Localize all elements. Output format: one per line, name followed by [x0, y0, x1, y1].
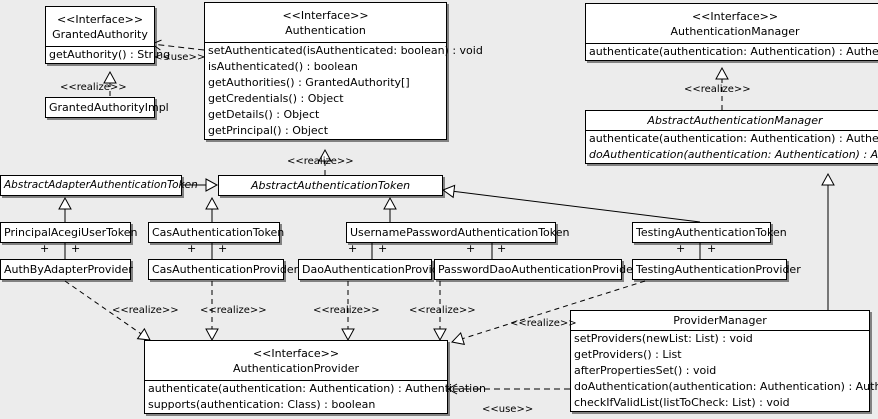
class-name: TestingAuthenticationToken — [636, 226, 787, 239]
edge-label-realize-auth-by-adapter-provider: <<realize>> — [112, 305, 179, 316]
method-authenticate: authenticate(authentication: Authenticat… — [589, 132, 878, 145]
class-name: GrantedAuthorityImpl — [49, 101, 169, 114]
class-authentication[interactable]: <<Interface>> Authentication setAuthenti… — [204, 2, 483, 140]
class-abstract-authentication-token[interactable]: AbstractAuthenticationToken — [218, 175, 443, 196]
assoc-marker-username-password-1: + — [348, 242, 358, 255]
class-stereotype: <<Interface>> — [252, 347, 340, 360]
assoc-marker-testing-token-right: + — [707, 242, 717, 255]
edge-label-use-granted-authority: <<use>> — [154, 52, 206, 63]
class-name: GrantedAuthority — [52, 28, 148, 41]
class-authentication-provider[interactable]: <<Interface>> AuthenticationProvider aut… — [144, 340, 486, 414]
method-set-providers: setProviders(newList: List) : void — [574, 332, 753, 345]
methods-compartment: authenticate(authentication: Authenticat… — [586, 130, 878, 163]
edge-label-realize-dao-authentication-provider: <<realize>> — [313, 305, 380, 316]
assoc-marker-cas-token-left: + — [187, 242, 197, 255]
methods-compartment: authenticate(authentication: Authenticat… — [586, 43, 878, 60]
class-name: ProviderManager — [673, 314, 767, 327]
class-name: CasAuthenticationToken — [152, 226, 285, 239]
class-name: AuthByAdapterProvider — [4, 263, 133, 276]
methods-compartment: getAuthority() : String — [46, 46, 171, 63]
assoc-marker-principal-acegi-right: + — [71, 242, 81, 255]
class-name: AbstractAuthenticationToken — [250, 179, 411, 192]
class-authentication-manager[interactable]: <<Interface>> AuthenticationManager auth… — [585, 3, 878, 61]
class-name: UsernamePasswordAuthenticationToken — [350, 226, 570, 239]
method-check-if-valid-list: checkIfValidList(listToCheck: List) : vo… — [574, 396, 790, 409]
assoc-marker-username-password-4: + — [497, 242, 507, 255]
edge-label-realize-granted-authority-impl: <<realize>> — [60, 82, 127, 93]
class-name: CasAuthenticationProvider — [152, 263, 299, 276]
method-get-authority: getAuthority() : String — [49, 48, 171, 61]
method-authenticate: authenticate(authentication: Authenticat… — [148, 382, 486, 395]
class-name: PasswordDaoAuthenticationProvider — [438, 263, 638, 276]
methods-compartment: setProviders(newList: List) : void getPr… — [571, 330, 878, 411]
class-abstract-authentication-manager[interactable]: AbstractAuthenticationManager authentica… — [585, 110, 878, 164]
class-auth-by-adapter-provider[interactable]: AuthByAdapterProvider — [0, 259, 133, 280]
method-is-authenticated: isAuthenticated() : boolean — [208, 60, 358, 73]
class-username-password-authentication-token[interactable]: UsernamePasswordAuthenticationToken — [346, 222, 570, 243]
class-granted-authority[interactable]: <<Interface>> GrantedAuthority getAuthor… — [45, 6, 171, 64]
edge-label-realize-abstract-authentication-manager: <<realize>> — [684, 84, 751, 95]
class-name: PrincipalAcegiUserToken — [4, 226, 138, 239]
class-granted-authority-impl[interactable]: GrantedAuthorityImpl — [45, 97, 169, 118]
class-principal-acegi-user-token[interactable]: PrincipalAcegiUserToken — [0, 222, 138, 243]
class-header: <<Interface>> AuthenticationProvider — [145, 341, 447, 380]
method-get-principal: getPrincipal() : Object — [208, 124, 329, 137]
method-set-authenticated: setAuthenticated(isAuthenticated: boolea… — [208, 44, 483, 57]
method-supports: supports(authentication: Class) : boolea… — [148, 398, 376, 411]
class-testing-authentication-provider[interactable]: TestingAuthenticationProvider — [632, 259, 801, 280]
edge-label-realize-testing-authentication-provider: <<realize>> — [510, 318, 577, 329]
method-get-authorities: getAuthorities() : GrantedAuthority[] — [208, 76, 410, 89]
method-get-details: getDetails() : Object — [208, 108, 320, 121]
methods-compartment: setAuthenticated(isAuthenticated: boolea… — [205, 42, 483, 139]
class-header: <<Interface>> AuthenticationManager — [586, 4, 878, 43]
class-stereotype: <<Interface>> — [282, 9, 369, 22]
class-abstract-adapter-authentication-token[interactable]: AbstractAdapterAuthenticationToken — [0, 175, 198, 196]
edge-label-realize-password-dao-authentication-provider: <<realize>> — [409, 305, 476, 316]
class-stereotype: <<Interface>> — [56, 13, 144, 26]
class-dao-authentication-provider[interactable]: DaoAuthenticationProvider — [298, 259, 450, 280]
class-name: AbstractAdapterAuthenticationToken — [4, 179, 198, 191]
method-do-authentication: doAuthentication(authentication: Authent… — [589, 148, 878, 161]
method-get-providers: getProviders() : List — [574, 348, 682, 361]
class-name: TestingAuthenticationProvider — [636, 263, 801, 276]
assoc-marker-cas-token-right: + — [218, 242, 228, 255]
method-after-properties-set: afterPropertiesSet() : void — [574, 364, 717, 377]
class-name: AuthenticationProvider — [232, 362, 360, 375]
methods-compartment: authenticate(authentication: Authenticat… — [145, 380, 486, 413]
assoc-marker-username-password-2: + — [378, 242, 388, 255]
class-header: <<Interface>> Authentication — [205, 3, 446, 42]
class-header: <<Interface>> GrantedAuthority — [46, 7, 154, 46]
method-do-authentication: doAuthentication(authentication: Authent… — [574, 380, 878, 393]
edge-label-use-provider-manager: <<use>> — [482, 404, 534, 415]
class-password-dao-authentication-provider[interactable]: PasswordDaoAuthenticationProvider — [434, 259, 638, 280]
class-name: DaoAuthenticationProvider — [302, 263, 450, 276]
class-name: Authentication — [285, 24, 366, 37]
class-name: AbstractAuthenticationManager — [647, 114, 823, 127]
method-get-credentials: getCredentials() : Object — [208, 92, 344, 105]
class-cas-authentication-provider[interactable]: CasAuthenticationProvider — [148, 259, 299, 280]
method-authenticate: authenticate(authentication: Authenticat… — [589, 45, 878, 58]
assoc-marker-testing-token-left: + — [676, 242, 686, 255]
class-cas-authentication-token[interactable]: CasAuthenticationToken — [148, 222, 285, 243]
class-name: AuthenticationManager — [670, 25, 800, 38]
assoc-marker-username-password-3: + — [466, 242, 476, 255]
class-stereotype: <<Interface>> — [691, 10, 779, 23]
assoc-marker-principal-acegi-left: + — [40, 242, 50, 255]
class-provider-manager[interactable]: ProviderManager setProviders(newList: Li… — [570, 310, 878, 412]
edge-label-realize-abstract-authentication-token: <<realize>> — [287, 156, 354, 167]
class-testing-authentication-token[interactable]: TestingAuthenticationToken — [632, 222, 787, 243]
edge-label-realize-cas-authentication-provider: <<realize>> — [200, 305, 267, 316]
